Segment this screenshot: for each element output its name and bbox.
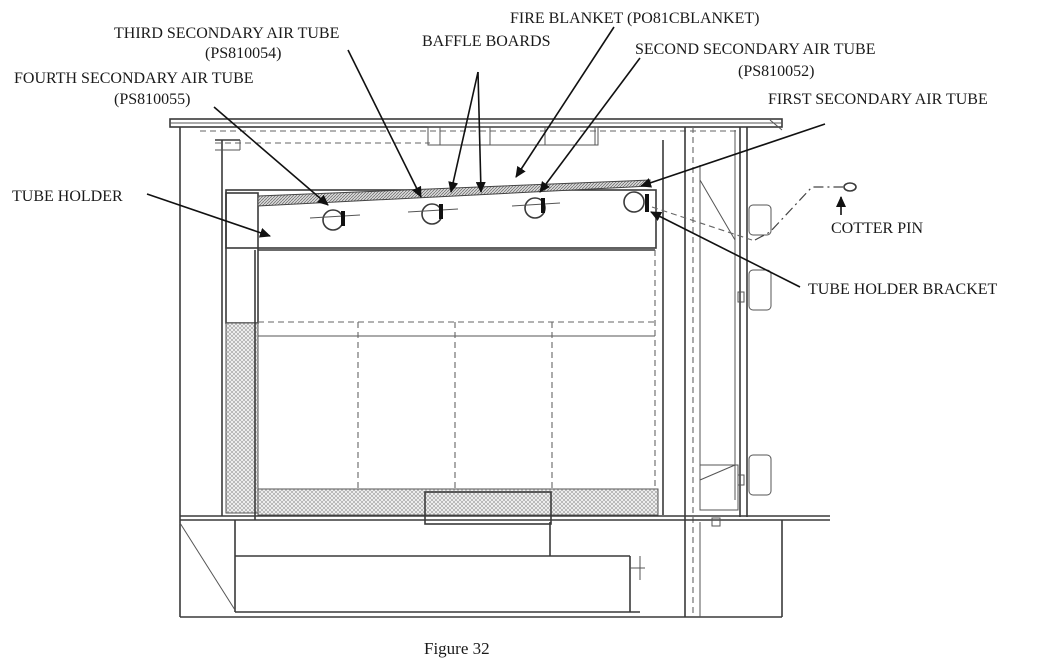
callout-labels: THIRD SECONDARY AIR TUBE (PS810054) FIRE…	[12, 10, 998, 298]
cotter-pin	[843, 182, 857, 192]
first-secondary-air-tube	[623, 191, 645, 213]
second-tube-part-label: (PS810052)	[738, 63, 814, 80]
leader-arrows	[146, 26, 846, 288]
second-tube-label: SECOND SECONDARY AIR TUBE	[635, 41, 875, 58]
fire-blanket-label: FIRE BLANKET (PO81CBLANKET)	[510, 10, 759, 27]
tube-holder-bracket	[645, 194, 649, 212]
fourth-tube-part-label: (PS810055)	[114, 91, 190, 108]
baffle-boards-label: BAFFLE BOARDS	[422, 33, 550, 50]
fourth-tube-label: FOURTH SECONDARY AIR TUBE	[14, 70, 254, 87]
third-tube-part-label: (PS810054)	[205, 45, 281, 62]
first-tube-label: FIRST SECONDARY AIR TUBE	[768, 91, 988, 108]
cotter-pin-label: COTTER PIN	[831, 220, 923, 237]
figure-caption: Figure 32	[424, 639, 490, 658]
stove-body	[169, 118, 830, 618]
fourth-secondary-air-tube	[322, 209, 344, 231]
secondary-air-tubes	[309, 191, 649, 231]
cotter-pin-detail	[651, 182, 857, 241]
tube-holder-bracket-label: TUBE HOLDER BRACKET	[808, 281, 998, 298]
third-tube-label: THIRD SECONDARY AIR TUBE	[114, 25, 339, 42]
tube-holder-label: TUBE HOLDER	[12, 188, 123, 205]
